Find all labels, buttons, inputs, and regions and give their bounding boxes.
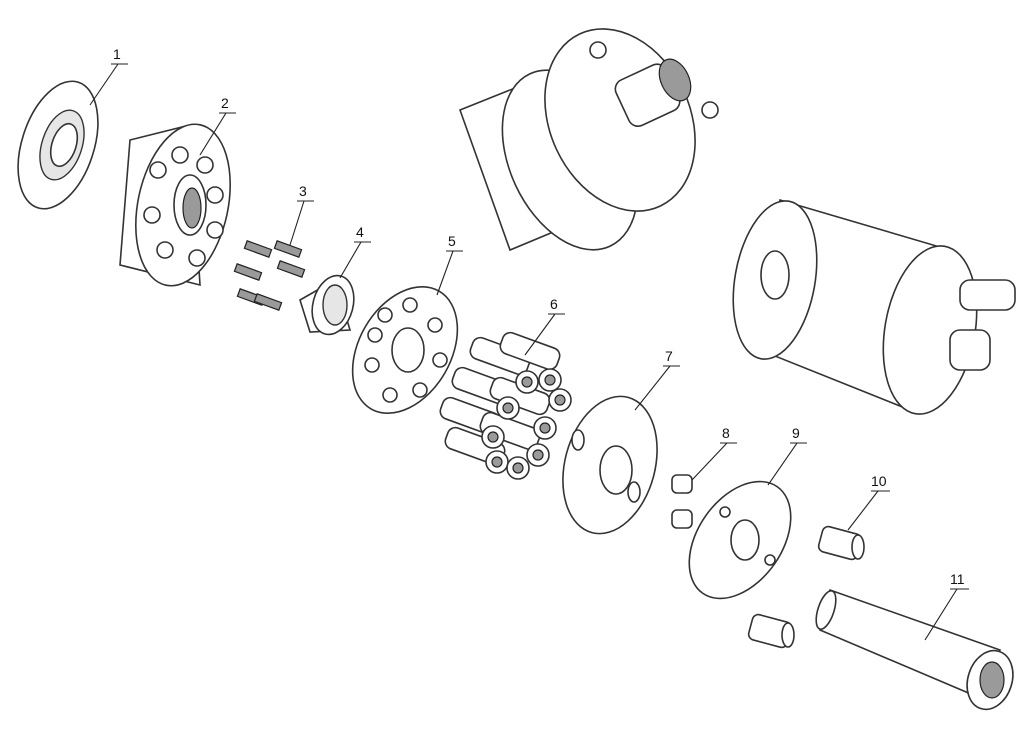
part-3-springs (233, 240, 306, 311)
part-11-shaft (815, 588, 1014, 711)
part-10-bushings (747, 525, 865, 649)
assembled-pump-view-right (732, 198, 1016, 415)
part-4-ball-guide (299, 274, 355, 336)
part-7-swash-plate (562, 395, 658, 535)
assembled-pump-view-top (458, 28, 719, 252)
callout-7: 7 (665, 348, 673, 364)
callout-8: 8 (722, 425, 730, 441)
callout-2: 2 (221, 95, 229, 111)
leader-lines (89, 63, 969, 641)
callout-9: 9 (792, 425, 800, 441)
part-9-plate (688, 480, 792, 600)
part-6-pistons (439, 331, 572, 480)
callout-11: 11 (950, 571, 965, 587)
part-1-valve-plate (17, 80, 99, 210)
callout-3: 3 (299, 183, 307, 199)
part-5-retainer-plate (351, 285, 459, 415)
callout-10: 10 (871, 473, 887, 489)
callout-1: 1 (113, 46, 121, 62)
part-2-cylinder-block (119, 123, 232, 287)
callout-4: 4 (356, 224, 364, 240)
callout-5: 5 (448, 233, 456, 249)
part-8-pins (671, 474, 693, 529)
callout-6: 6 (550, 296, 558, 312)
